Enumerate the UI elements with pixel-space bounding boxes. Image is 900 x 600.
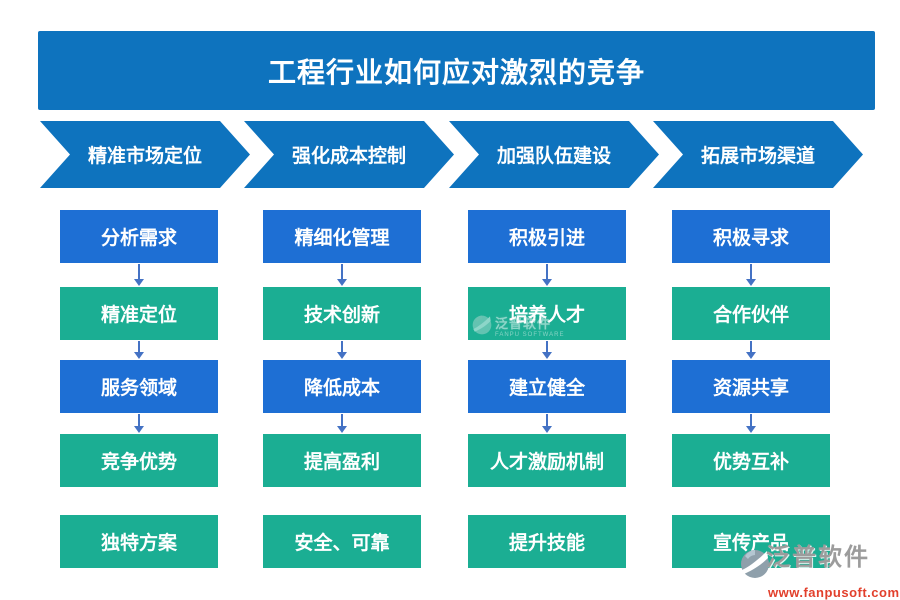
down-arrow-icon	[133, 264, 145, 286]
down-arrow-icon	[133, 341, 145, 359]
flow-step-3-1: 积极引进	[468, 210, 626, 263]
flow-step-1-3: 服务领域	[60, 360, 218, 413]
column-header-1: 精准市场定位	[40, 121, 250, 188]
diagram-title: 工程行业如何应对激烈的竞争	[267, 56, 645, 88]
corner-watermark-url: www.fanpusoft.com	[768, 585, 900, 600]
flow-step-3-3: 建立健全	[468, 360, 626, 413]
flow-step-1-1: 分析需求	[60, 210, 218, 263]
flow-step-4-1: 积极寻求	[672, 210, 830, 263]
column-header-2: 强化成本控制	[244, 121, 454, 188]
flow-step-3-2: 培养人才	[468, 287, 626, 340]
down-arrow-icon	[541, 414, 553, 433]
flow-step-4-2: 合作伙伴	[672, 287, 830, 340]
flow-step-4-3: 资源共享	[672, 360, 830, 413]
down-arrow-icon	[336, 264, 348, 286]
flow-step-2-5: 安全、可靠	[263, 515, 421, 568]
flow-step-4-5: 宣传产品	[672, 515, 830, 568]
flow-step-2-1: 精细化管理	[263, 210, 421, 263]
column-header-4: 拓展市场渠道	[653, 121, 863, 188]
down-arrow-icon	[745, 414, 757, 433]
down-arrow-icon	[541, 264, 553, 286]
diagram-title-banner: 工程行业如何应对激烈的竞争	[38, 31, 875, 110]
flow-step-4-4: 优势互补	[672, 434, 830, 487]
flow-step-1-2: 精准定位	[60, 287, 218, 340]
flow-step-1-5: 独特方案	[60, 515, 218, 568]
down-arrow-icon	[745, 341, 757, 359]
flow-step-2-4: 提高盈利	[263, 434, 421, 487]
down-arrow-icon	[541, 341, 553, 359]
flow-step-3-5: 提升技能	[468, 515, 626, 568]
down-arrow-icon	[336, 341, 348, 359]
column-header-3: 加强队伍建设	[449, 121, 659, 188]
flow-step-2-2: 技术创新	[263, 287, 421, 340]
flow-step-3-4: 人才激励机制	[468, 434, 626, 487]
down-arrow-icon	[133, 414, 145, 433]
down-arrow-icon	[336, 414, 348, 433]
down-arrow-icon	[745, 264, 757, 286]
flow-step-2-3: 降低成本	[263, 360, 421, 413]
flow-step-1-4: 竞争优势	[60, 434, 218, 487]
